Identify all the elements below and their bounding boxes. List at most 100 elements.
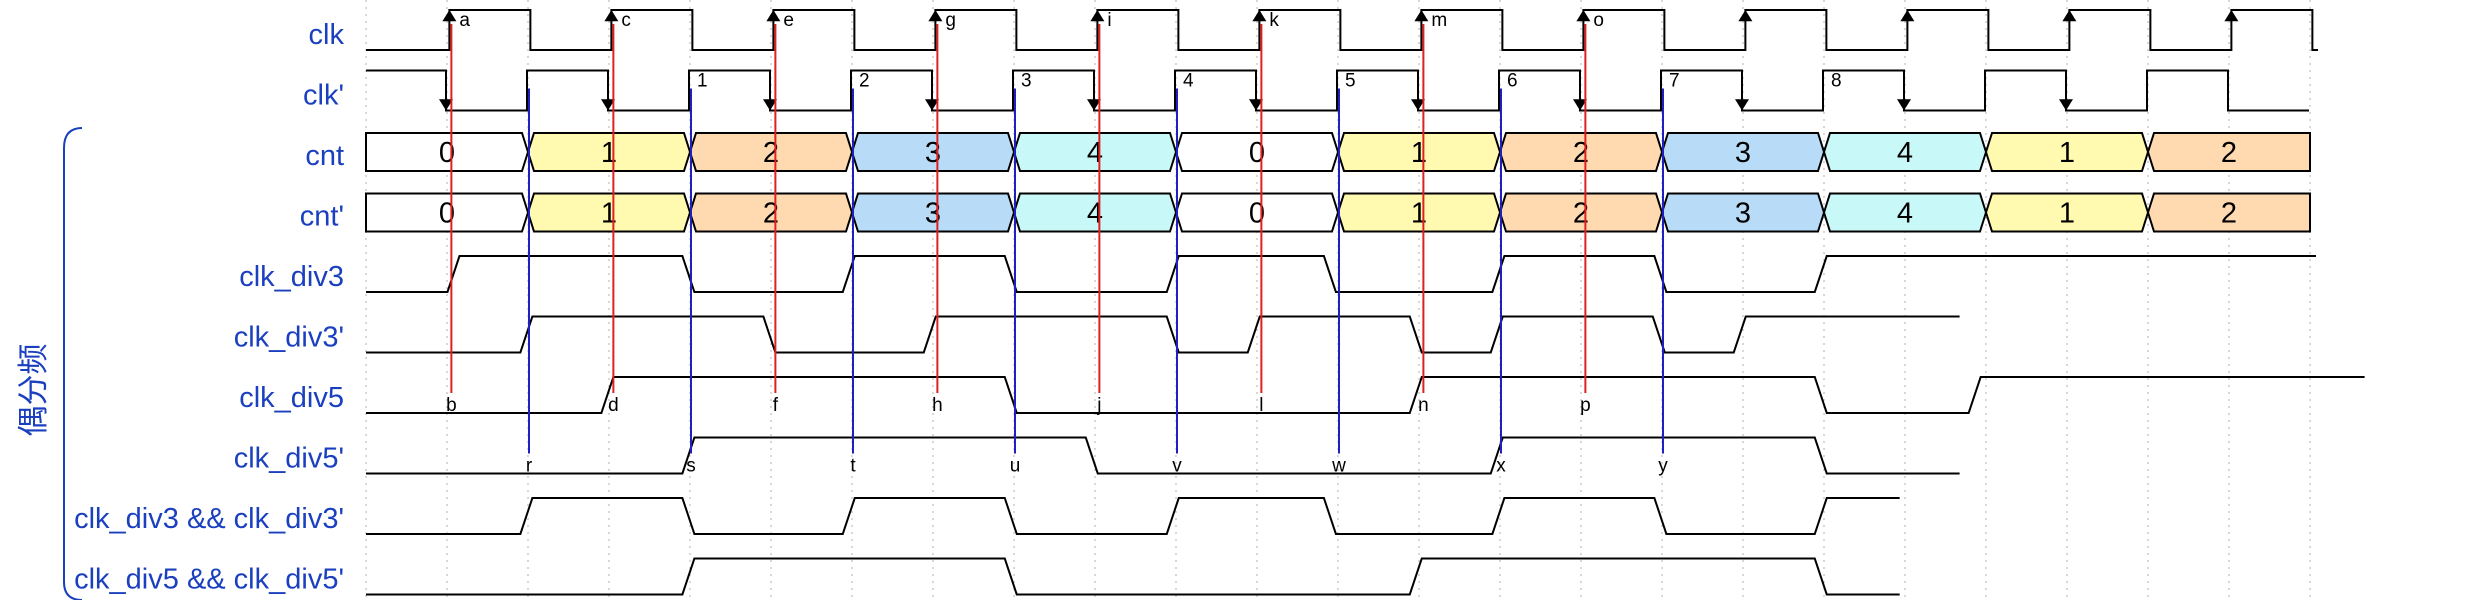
signal-labels: clk clk' cnt cnt' clk_div3 clk_div3' clk_div5c… [74, 19, 344, 596]
cnt-prime-bus-segment [365, 192, 530, 233]
marker-label: y [1658, 456, 1668, 477]
cnt-prime-bus-value: 1 [601, 198, 617, 230]
edge-label: 8 [1831, 71, 1842, 92]
clk-prime-edge-arrow [1573, 99, 1587, 111]
cnt-bus-value: 1 [2059, 137, 2075, 169]
cnt-prime-bus-value: 0 [1249, 198, 1265, 230]
edge-label: o [1593, 10, 1604, 31]
group-brace [63, 127, 83, 600]
marker-label: s [686, 456, 696, 477]
edge-label: 7 [1669, 71, 1680, 92]
group-bracket: 偶分频 [16, 127, 83, 600]
marker-label: d [608, 395, 619, 416]
clk-edge-arrow [928, 10, 943, 22]
group-label: 偶分频 [16, 344, 51, 437]
clk-prime-edge-arrow [439, 99, 453, 111]
clk-edge-arrow [1576, 10, 1591, 22]
cnt-bus-value: 2 [763, 137, 779, 169]
clk-prime-edge-arrow [601, 99, 615, 111]
clk-edge-arrow [766, 10, 781, 22]
cnt-prime-bus-value: 4 [1897, 198, 1913, 230]
edge-label: k [1269, 10, 1279, 31]
clk-edge-arrow [1090, 10, 1105, 22]
clk-prime-edge-arrow [1087, 99, 1101, 111]
marker-label: l [1259, 395, 1263, 416]
signal-label: clk_div3' [234, 322, 344, 354]
cnt-bus-value: 4 [1897, 137, 1913, 169]
cnt-prime-bus-value: 4 [1087, 198, 1103, 230]
cnt-prime-bus-segment [1984, 192, 2150, 233]
cnt-bus-value: 1 [601, 137, 617, 169]
cnt-bus-segment [1822, 132, 1988, 172]
signal-label: cnt [305, 140, 344, 172]
clk-prime-edge-arrow [1897, 99, 1911, 111]
clk-prime-waveform [366, 69, 2309, 112]
marker-label: h [932, 395, 943, 416]
edge-label: c [621, 10, 631, 31]
signal-label: clk [309, 19, 345, 51]
cnt-prime-bus-value: 2 [1573, 198, 1589, 230]
signal-label: clk_div3 && clk_div3' [74, 503, 344, 535]
edge-label: i [1107, 10, 1111, 31]
clk-div5-waveform [366, 376, 2365, 414]
clk-prime-edge-arrow [925, 99, 939, 111]
clk-prime-edge-arrow [1249, 99, 1263, 111]
edge-label: 6 [1507, 71, 1518, 92]
cnt-prime-bus-value: 2 [763, 198, 779, 230]
signal-label: clk_div5 [239, 382, 344, 414]
cnt-bus-value: 3 [1735, 137, 1751, 169]
edge-label: g [945, 10, 956, 31]
cnt-bus-value: 4 [1087, 137, 1103, 169]
clk-edge-arrow [442, 10, 457, 22]
signal-label: clk' [303, 80, 344, 112]
cnt-bus-value: 2 [2221, 137, 2237, 169]
signal-label: clk_div5 && clk_div5' [74, 564, 344, 596]
marker-label: u [1010, 456, 1021, 477]
cnt-bus-value: 3 [925, 137, 941, 169]
cnt-prime-bus-value: 1 [1411, 198, 1427, 230]
cnt-bus-segment [1984, 132, 2150, 172]
clk-prime-edge-arrow [763, 99, 777, 111]
clk-edge-arrow [1738, 10, 1753, 22]
edge-label: e [783, 10, 794, 31]
marker-label: b [446, 395, 457, 416]
cnt-bus-value: 1 [1411, 137, 1427, 169]
edge-label: 1 [697, 71, 708, 92]
signal-label: cnt' [300, 201, 344, 233]
cnt-prime-bus-value: 2 [2221, 198, 2237, 230]
marker-label: p [1580, 395, 1591, 416]
edge-label: m [1431, 10, 1447, 31]
marker-label: j [1096, 395, 1101, 416]
clk-edge-arrow [2062, 10, 2077, 22]
marker-label: r [526, 456, 533, 477]
clk-edge-arrow [2224, 10, 2239, 22]
cnt-bus-value: 2 [1573, 137, 1589, 169]
cnt-prime-bus-value: 3 [1735, 198, 1751, 230]
marker-label: w [1331, 456, 1346, 477]
cnt-prime-bus-value: 0 [439, 198, 455, 230]
cnt-prime-bus-segment [1822, 192, 1988, 233]
marker-label: n [1418, 395, 1429, 416]
cnt-prime-bus-value: 3 [925, 198, 941, 230]
marker-label: f [773, 395, 779, 416]
cnt-prime-bus-segment [2146, 192, 2311, 233]
clk-edge-arrow [1252, 10, 1267, 22]
edge-label: 2 [859, 71, 870, 92]
marker-label: x [1496, 456, 1506, 477]
edge-label: 5 [1345, 71, 1356, 92]
cnt-bus-segment [365, 132, 530, 172]
clk-div5-prime-waveform [366, 436, 1960, 475]
cnt-prime-bus-value: 1 [2059, 198, 2075, 230]
clk-edge-arrow [1900, 10, 1915, 22]
cnt-bus-value: 0 [1249, 137, 1265, 169]
marker-label: t [850, 456, 856, 477]
signal-label: clk_div3 [239, 261, 344, 293]
cnt-bus-value: 0 [439, 137, 455, 169]
edge-label: 4 [1183, 71, 1194, 92]
clk-edge-arrow [1414, 10, 1429, 22]
and-div5-waveform [366, 557, 1900, 596]
